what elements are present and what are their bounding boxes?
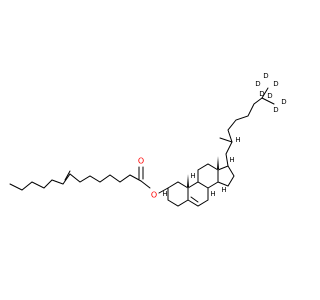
c21-methyl-bond: [219, 137, 233, 143]
c5-c6-double-bond: [190, 196, 199, 203]
c13-methyl-wedge: [217, 156, 219, 169]
cis-double-bond: [64, 170, 71, 181]
carbonyl-oxygen-label: O: [138, 157, 144, 166]
deuterium-label-1: D: [263, 72, 268, 80]
deuterium-labels: D D D D D D D: [255, 72, 286, 114]
deuterium-label-5: D: [267, 92, 272, 100]
steroid-ring-b: H: [187, 181, 216, 207]
steroid-ring-d: H H: [217, 156, 235, 194]
side-chain: H: [219, 87, 275, 167]
ester-oxygen-label: O: [151, 191, 157, 200]
oleyl-chain: [9, 170, 142, 191]
deuterium-label-3: D: [255, 80, 260, 88]
c3-h-label: H: [162, 190, 167, 198]
ring-b-bonds: [187, 181, 209, 207]
c20-h-label: H: [235, 136, 240, 144]
deuterium-label-4: D: [259, 90, 264, 98]
cd3-bond-2: [261, 97, 275, 105]
deuterium-label-6: D: [281, 98, 286, 106]
ring-d-bonds: [217, 165, 235, 187]
alkyl-chain-bonds: [9, 173, 142, 191]
ring-c-bonds: [197, 163, 219, 189]
steroid-ring-c: H: [187, 156, 219, 189]
acyl-o-bond: [140, 180, 151, 189]
c14-h-label: H: [221, 186, 226, 194]
c17-h-label: H: [229, 156, 234, 164]
steroid-ring-a: H: [162, 181, 189, 207]
c8-h-label: H: [210, 190, 215, 198]
chemical-structure: O O H H H H H H D D D: [9, 72, 287, 207]
cd3-bond-1: [261, 87, 269, 99]
c9-h-label: H: [190, 172, 195, 180]
o-c3-bond: [158, 187, 169, 194]
ester-group: O O: [136, 156, 169, 200]
ring-a-bonds: [167, 181, 189, 207]
deuterium-label-7: D: [273, 106, 278, 114]
deuterium-label-2: D: [273, 80, 278, 88]
c10-methyl-wedge: [187, 174, 189, 187]
side-chain-bonds: [225, 97, 263, 167]
